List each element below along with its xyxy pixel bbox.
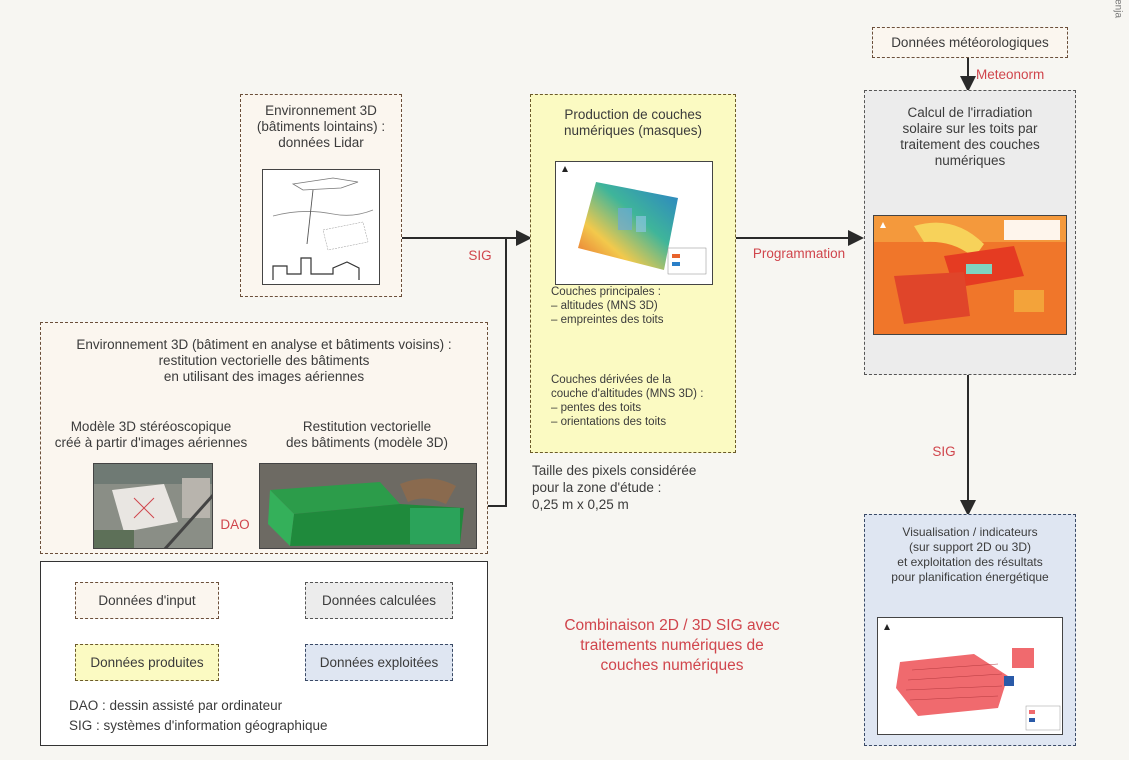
legend-expl-label: Données exploitées (319, 655, 439, 670)
meteo-data-box: Données météorologiques (872, 27, 1068, 58)
sig-label-2: SIG (932, 444, 956, 459)
legend-box: Données d'input Données calculées Donnée… (40, 561, 488, 746)
legend-prod-swatch: Données produites (75, 644, 219, 681)
sig-definition: SIG : systèmes d'information géographiqu… (69, 718, 328, 733)
programmation-label: Programmation (752, 246, 846, 261)
visualisation-box: Visualisation / indicateurs (sur support… (864, 514, 1076, 746)
combination-note: Combinaison 2D / 3D SIG avec traitements… (564, 617, 780, 674)
legend-prod-label: Données produites (90, 655, 204, 670)
vector-model-image (259, 463, 477, 549)
legend-expl-swatch: Données exploitées (305, 644, 453, 681)
calculation-box-title: Calcul de l'irradiation solaire sur les … (900, 105, 1040, 168)
dao-label: DAO (220, 517, 250, 532)
calculation-box: Calcul de l'irradiation solaire sur les … (864, 90, 1076, 375)
sig-label-1: SIG (468, 248, 492, 263)
visualisation-box-title: Visualisation / indicateurs (sur support… (891, 525, 1049, 584)
lidar-environment-box: Environnement 3D (bâtiments lointains) :… (240, 94, 402, 297)
legend-input-swatch: Données d'input (75, 582, 219, 619)
roof-visualisation-image (877, 617, 1063, 735)
main-layers-text: Couches principales : – altitudes (MNS 3… (551, 286, 664, 326)
aerial-photo-image (93, 463, 213, 549)
analysis-environment-box: Environnement 3D (bâtiment en analyse et… (40, 322, 488, 554)
legend-calc-label: Données calculées (321, 593, 437, 608)
stereo-model-caption: Modèle 3D stéréoscopique créé à partir d… (54, 419, 248, 450)
lidar-box-title: Environnement 3D (bâtiments lointains) :… (256, 103, 386, 150)
vector-model-caption: Restitution vectorielle des bâtiments (m… (285, 419, 449, 450)
meteonorm-label: Meteonorm (976, 67, 1045, 82)
production-box-title: Production de couches numériques (masque… (563, 107, 703, 138)
legend-input-label: Données d'input (98, 593, 196, 608)
dsm-map-image (555, 161, 713, 285)
corner-mark: benja (1112, 0, 1123, 18)
analysis-box-title: Environnement 3D (bâtiment en analyse et… (76, 337, 452, 384)
pixel-size-note: Taille des pixels considérée pour la zon… (532, 463, 697, 512)
derived-layers-text: Couches dérivées de la couche d'altitude… (551, 374, 704, 428)
lidar-sketch-image (262, 169, 380, 285)
legend-calc-swatch: Données calculées (305, 582, 453, 619)
meteo-data-label: Données météorologiques (891, 35, 1049, 50)
dao-definition: DAO : dessin assisté par ordinateur (69, 698, 283, 713)
production-box: Production de couches numériques (masque… (530, 94, 736, 453)
irradiation-map-image (873, 215, 1067, 335)
